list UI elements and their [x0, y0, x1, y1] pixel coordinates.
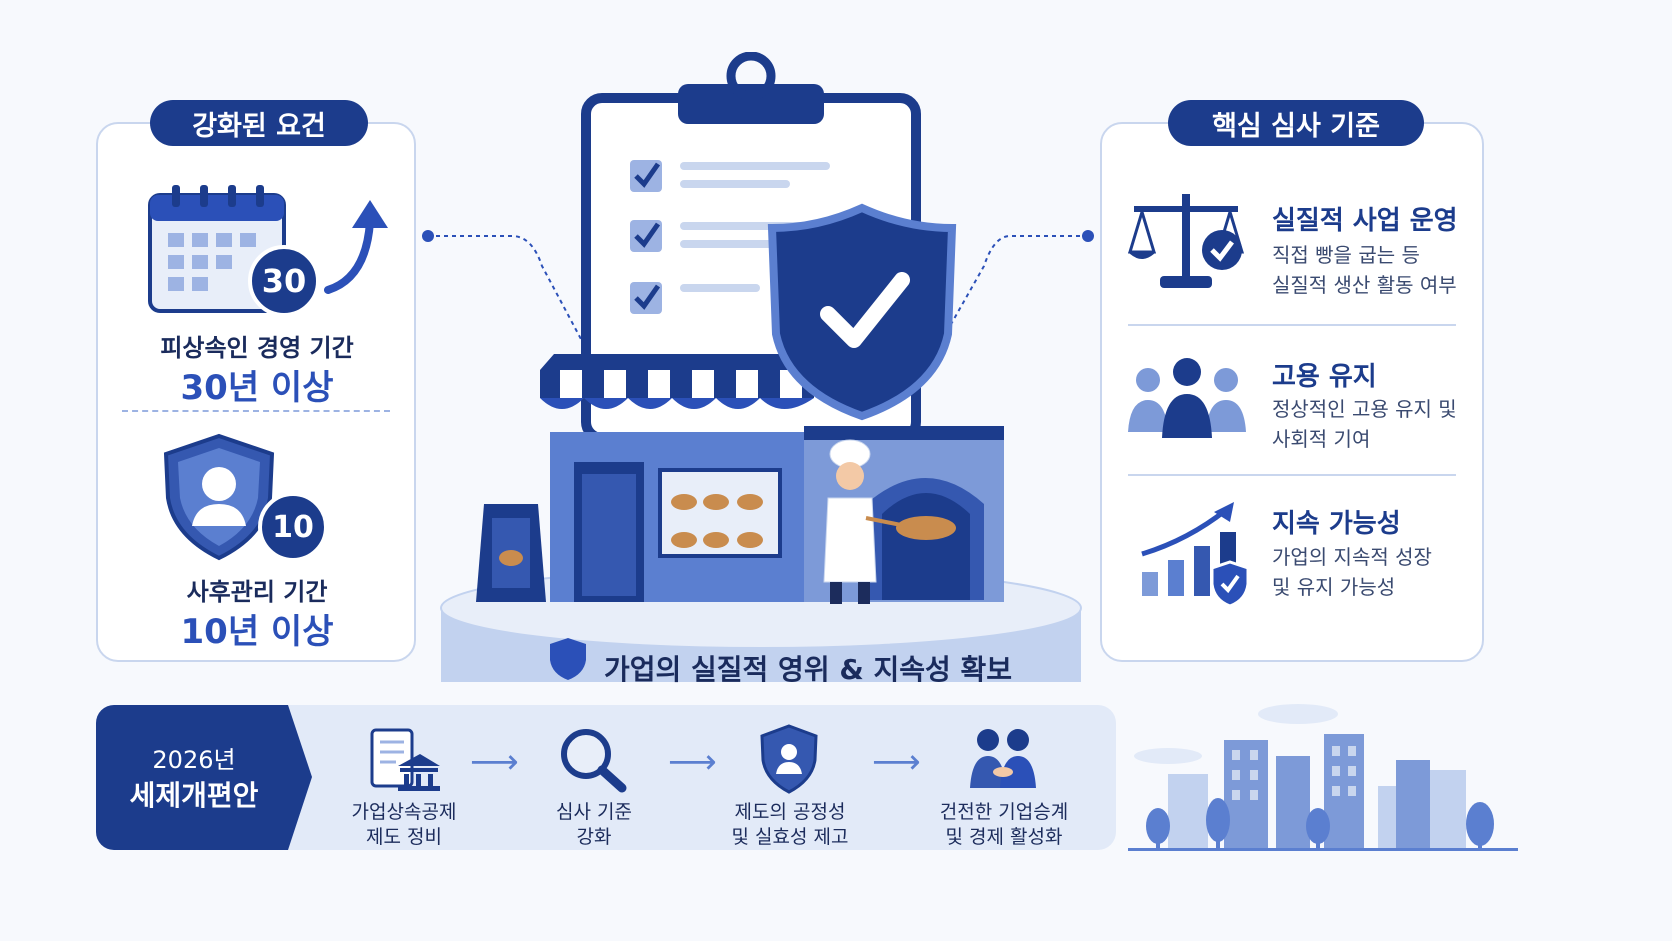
caption-shield-icon	[550, 638, 586, 680]
criteria-3-desc-line2: 및 유지 가능성	[1272, 575, 1396, 599]
step-1-label: 가업상속공제 제도 정비	[330, 800, 478, 850]
step-4-label: 건전한 기업승계 및 경제 활성화	[920, 800, 1088, 850]
awning	[540, 354, 814, 409]
step-4-line1: 건전한 기업승계	[939, 801, 1069, 823]
flow-arrow-2: ⟶	[668, 742, 717, 782]
management-period-label: 피상속인 경영 기간	[160, 334, 354, 362]
aftercare-period-label: 사후관리 기간	[186, 578, 328, 606]
criteria-divider-1	[1128, 324, 1456, 326]
handshake-people-icon	[970, 729, 1036, 788]
criteria-2-desc-line2: 사회적 기여	[1272, 427, 1371, 451]
step-2-label: 심사 기준 강화	[520, 800, 668, 850]
shield-check-icon	[767, 203, 957, 421]
growth-chart-icon	[1141, 502, 1250, 608]
criteria-divider-2	[1128, 474, 1456, 476]
aftercare-period-value: 10년 이상	[180, 612, 334, 652]
step-4-line2: 및 경제 활성화	[945, 826, 1063, 848]
step-3-line1: 제도의 공정성	[734, 801, 846, 823]
right-connector	[949, 230, 1094, 327]
step-3-label: 제도의 공정성 및 실효성 제고	[712, 800, 868, 850]
up-arrow-icon	[324, 200, 388, 294]
people-icon	[1128, 358, 1246, 438]
criteria-2-title: 고용 유지	[1272, 362, 1377, 392]
criteria-1-title: 실질적 사업 운영	[1272, 206, 1458, 236]
baker-figure	[823, 439, 917, 604]
flow-arrow-3: ⟶	[872, 742, 921, 782]
step-2-line2: 강화	[576, 826, 612, 848]
year-label: 2026년	[152, 746, 236, 774]
reform-label: 세제개편안	[129, 779, 259, 812]
step-1-line1: 가업상속공제	[351, 801, 457, 823]
criteria-1-desc-line1: 직접 빵을 굽는 등	[1272, 243, 1420, 267]
criteria-3-desc-line1: 가업의 지속적 성장	[1272, 545, 1432, 569]
criteria-3-title: 지속 가능성	[1272, 509, 1401, 539]
left-panel-header: 강화된 요건	[150, 100, 368, 146]
criteria-2-desc-line1: 정상적인 고용 유지 및	[1272, 397, 1457, 421]
criteria-1-desc-line2: 실질적 생산 활동 여부	[1272, 273, 1457, 297]
scale-check-icon	[1127, 194, 1245, 288]
shield-person-icon	[760, 724, 818, 794]
calendar-30-badge: 30	[248, 245, 320, 317]
year-badge-shape	[96, 705, 312, 850]
shield-badge-text: 10	[272, 509, 314, 545]
magnifier-icon	[561, 729, 627, 793]
management-period-value: 30년 이상	[180, 368, 334, 408]
left-divider	[122, 410, 390, 412]
center-caption: 가업의 실질적 영위 & 지속성 확보	[604, 653, 1013, 686]
step-3-line2: 및 실효성 제고	[731, 826, 849, 848]
cityscape-illustration	[1128, 704, 1518, 851]
left-connector	[422, 230, 591, 357]
calendar-badge-text: 30	[261, 262, 307, 300]
shield-person-badge-icon	[163, 433, 275, 561]
right-panel-header: 핵심 심사 기준	[1168, 100, 1424, 146]
step-2-line1: 심사 기준	[556, 801, 632, 823]
step-1-line2: 제도 정비	[366, 826, 442, 848]
document-bank-icon	[370, 728, 440, 791]
flow-arrow-1: ⟶	[470, 742, 519, 782]
shield-10-badge: 10	[258, 492, 328, 562]
bakery-illustration	[440, 52, 1082, 682]
